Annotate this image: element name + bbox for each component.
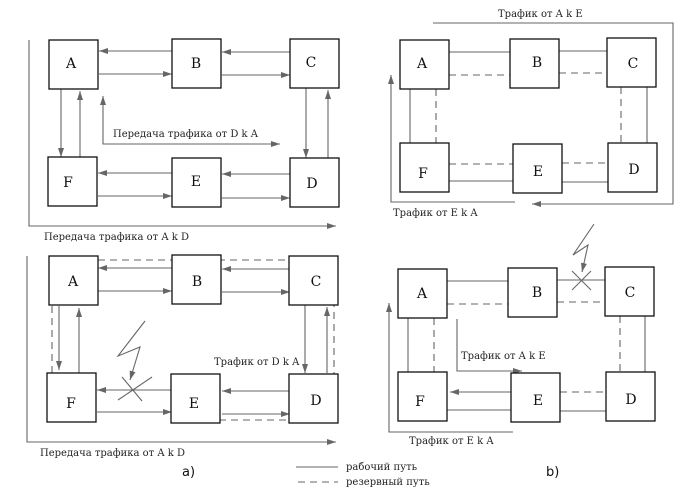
failure-x-icon xyxy=(117,376,153,401)
node-b xyxy=(509,38,560,89)
lightning-icon xyxy=(572,223,595,273)
legend-working-label: рабочий путь xyxy=(346,462,418,473)
node-c xyxy=(288,255,339,306)
node-e xyxy=(171,157,222,208)
node-d-label: D xyxy=(628,162,639,178)
node-a xyxy=(48,255,99,306)
node-e xyxy=(510,372,561,423)
node-c xyxy=(289,38,340,89)
panel-b-top: Трафик от A k E Трафик от E k A A B C F … xyxy=(388,9,674,219)
label-a-to-d: Передача трафика от A k D xyxy=(40,448,185,459)
label-e-to-a: Трафик от E k A xyxy=(409,436,494,447)
node-e-label: E xyxy=(533,164,543,180)
label-d-to-a: Трафик от D k A xyxy=(214,357,300,368)
label-e-to-a: Трафик от E k A xyxy=(393,208,478,219)
node-c xyxy=(604,266,655,317)
node-a xyxy=(399,39,450,90)
node-f xyxy=(397,371,448,422)
caption-a: a) xyxy=(182,465,195,480)
node-e xyxy=(512,143,563,194)
node-a-label: A xyxy=(65,56,77,72)
node-d-label: D xyxy=(625,392,636,408)
path-a-to-d xyxy=(28,40,336,229)
caption-b: b) xyxy=(546,465,559,480)
node-d-label: D xyxy=(310,393,321,409)
node-c-label: C xyxy=(625,285,636,301)
node-e xyxy=(170,373,221,424)
legend-backup-label: резервный путь xyxy=(346,477,430,488)
panel-a-top: Передача трафика от D k A Передача трафи… xyxy=(28,38,340,243)
node-f xyxy=(46,372,97,423)
label-a-to-d: Передача трафика от A k D xyxy=(44,232,189,243)
node-f-label: F xyxy=(63,175,73,191)
node-f xyxy=(47,156,98,207)
node-d xyxy=(607,142,658,193)
lightning-icon xyxy=(116,320,146,381)
node-b xyxy=(507,267,558,318)
node-f-label: F xyxy=(66,396,76,412)
panel-a-bottom: Трафик от D k A Передача трафика от A k … xyxy=(26,254,339,459)
node-c-label: C xyxy=(628,56,639,72)
label-a-to-e: Трафик от A k E xyxy=(498,9,583,20)
label-d-to-a: Передача трафика от D k A xyxy=(113,129,259,140)
node-b-label: B xyxy=(192,274,202,290)
node-c-label: C xyxy=(311,274,322,290)
node-a-label: A xyxy=(67,274,79,290)
node-b xyxy=(171,254,222,305)
node-d xyxy=(289,157,340,208)
node-a xyxy=(397,268,448,319)
node-b-label: B xyxy=(532,285,542,301)
node-b-label: B xyxy=(532,55,542,71)
node-a-label: A xyxy=(416,286,428,302)
node-b-label: B xyxy=(191,56,201,72)
panel-b-bottom: Трафик от A k E Трафик от E k A A B C F … xyxy=(386,223,656,447)
node-c-label: C xyxy=(306,55,317,71)
legend: рабочий путь резервный путь xyxy=(296,462,430,488)
node-f xyxy=(399,142,450,193)
node-b xyxy=(171,38,222,89)
node-c xyxy=(606,37,657,88)
node-a-label: A xyxy=(416,56,428,72)
node-e-label: E xyxy=(191,174,201,190)
node-e-label: E xyxy=(189,396,199,412)
label-a-to-e: Трафик от A k E xyxy=(461,351,546,362)
node-f-label: F xyxy=(418,166,428,182)
node-d xyxy=(288,373,339,424)
node-d-label: D xyxy=(306,176,317,192)
node-a xyxy=(48,39,99,90)
node-d xyxy=(605,371,656,422)
node-f-label: F xyxy=(415,394,425,410)
node-e-label: E xyxy=(533,393,543,409)
